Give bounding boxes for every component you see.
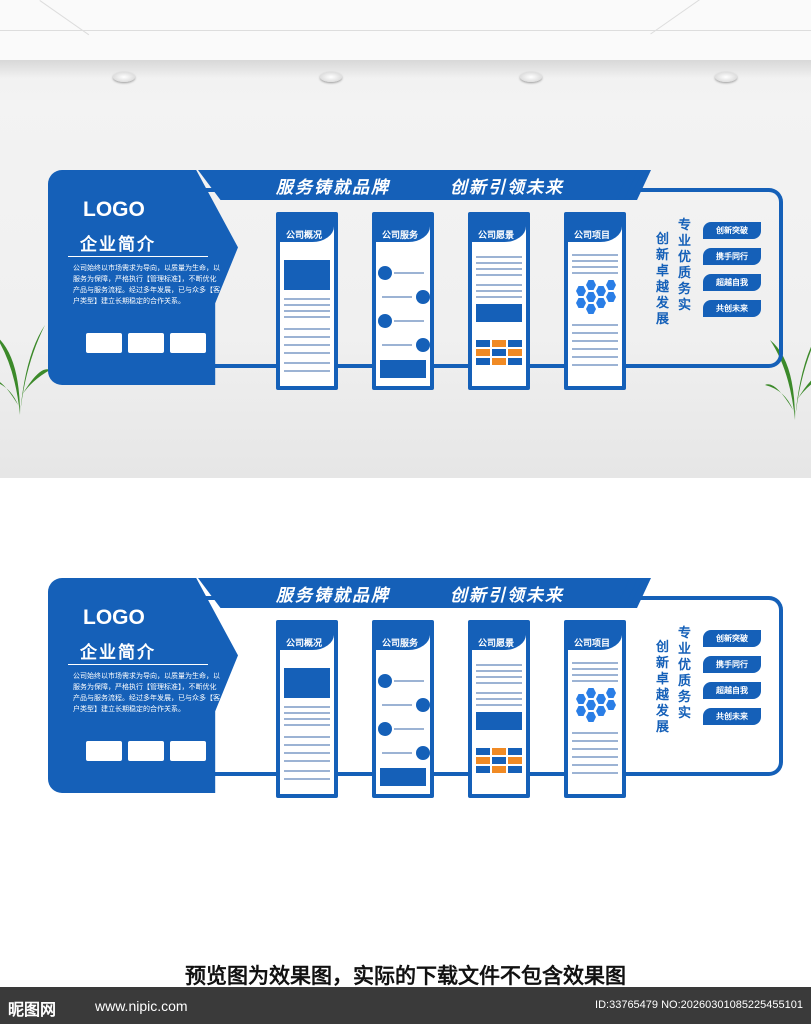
preview-caption: 预览图为效果图，实际的下载文件不包含效果图 — [185, 964, 626, 988]
ceiling-lamp-icon — [715, 72, 737, 82]
culture-wall-bottom: 服务铸就品牌 创新引领未来 LOGO 企业简介 公司始终以市场需求为导向，以质量… — [48, 578, 788, 808]
vertical-slogan-right: 专业优质务实 — [678, 626, 692, 721]
panel-title: 公司概况 — [280, 216, 334, 242]
panel-service: 公司服务 — [372, 212, 434, 390]
logo-text: LOGO — [83, 198, 145, 221]
panel-title: 公司愿景 — [472, 216, 526, 242]
photo-placeholder — [128, 741, 164, 761]
slogan-bar — [198, 170, 648, 200]
panel-title: 公司服务 — [376, 216, 430, 242]
ceiling-line — [0, 30, 811, 31]
photo-placeholder — [86, 741, 122, 761]
photo-placeholder — [86, 333, 122, 353]
slogan-right: 创新引领未来 — [450, 586, 564, 606]
photo-placeholder — [128, 333, 164, 353]
tag-item: 创新突破 — [703, 630, 761, 647]
panel-title: 公司项目 — [568, 216, 622, 242]
slogan-left: 服务铸就品牌 — [276, 586, 390, 606]
vertical-slogan-right: 专业优质务实 — [678, 218, 692, 313]
divider — [68, 256, 208, 257]
tag-item: 共创未来 — [703, 708, 761, 725]
tag-item: 创新突破 — [703, 222, 761, 239]
panel-vision: 公司愿景 — [468, 620, 530, 798]
panel-vision: 公司愿景 — [468, 212, 530, 390]
image-id: ID:33765479 NO:20260301085225455101 — [595, 999, 803, 1011]
ceiling-lamp-icon — [520, 72, 542, 82]
ceiling-lamp-icon — [320, 72, 342, 82]
intro-panel: LOGO 企业简介 公司始终以市场需求为导向，以质量为生命，以服务为保障，严格执… — [48, 170, 238, 385]
divider — [68, 664, 208, 665]
panel-service: 公司服务 — [372, 620, 434, 798]
panel-title: 公司概况 — [280, 624, 334, 650]
panel-title: 公司愿景 — [472, 624, 526, 650]
wall-shadow — [0, 60, 811, 78]
photo-placeholder — [170, 741, 206, 761]
photo-placeholder — [170, 333, 206, 353]
tag-item: 携手同行 — [703, 248, 761, 265]
tag-item: 携手同行 — [703, 656, 761, 673]
tag-item: 共创未来 — [703, 300, 761, 317]
intro-title: 企业简介 — [80, 643, 156, 663]
site-url[interactable]: www.nipic.com — [95, 998, 188, 1014]
plant-icon — [0, 325, 50, 415]
panel-projects: 公司项目 — [564, 620, 626, 798]
tag-item: 超越自我 — [703, 274, 761, 291]
room-preview: 服务铸就品牌 创新引领未来 LOGO 企业简介 公司始终以市场需求为导向，以质量… — [0, 0, 811, 478]
culture-wall-top: 服务铸就品牌 创新引领未来 LOGO 企业简介 公司始终以市场需求为导向，以质量… — [48, 170, 788, 400]
panel-title: 公司服务 — [376, 624, 430, 650]
tag-item: 超越自我 — [703, 682, 761, 699]
intro-panel: LOGO 企业简介 公司始终以市场需求为导向，以质量为生命，以服务为保障，严格执… — [48, 578, 238, 793]
panel-projects: 公司项目 — [564, 212, 626, 390]
slogan-bar — [198, 578, 648, 608]
vertical-slogan-left: 创新卓越发展 — [656, 232, 670, 327]
intro-text: 公司始终以市场需求为导向，以质量为生命，以服务为保障，严格执行【管理标准】，不断… — [73, 264, 220, 305]
ceiling-lamp-icon — [113, 72, 135, 82]
vertical-slogan-left: 创新卓越发展 — [656, 640, 670, 735]
watermark-bar: 昵图网 www.nipic.com ID:33765479 NO:2026030… — [0, 987, 811, 1024]
panel-overview: 公司概况 — [276, 212, 338, 390]
site-logo-text: 昵图网 — [8, 1000, 57, 1019]
panel-overview: 公司概况 — [276, 620, 338, 798]
slogan-right: 创新引领未来 — [450, 178, 564, 198]
logo-text: LOGO — [83, 606, 145, 629]
slogan-left: 服务铸就品牌 — [276, 178, 390, 198]
panel-title: 公司项目 — [568, 624, 622, 650]
flat-preview: 服务铸就品牌 创新引领未来 LOGO 企业简介 公司始终以市场需求为导向，以质量… — [0, 478, 811, 938]
intro-text: 公司始终以市场需求为导向，以质量为生命，以服务为保障，严格执行【管理标准】，不断… — [73, 672, 220, 713]
intro-title: 企业简介 — [80, 235, 156, 255]
